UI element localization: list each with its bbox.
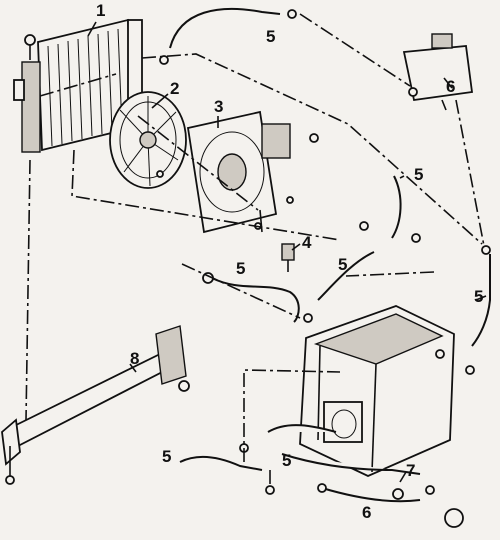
callout-4: 4 xyxy=(302,233,312,252)
expansion-tank xyxy=(402,33,474,111)
thermostat-housing xyxy=(281,243,295,272)
cooling-fan xyxy=(109,91,187,189)
leader-lines xyxy=(87,21,487,483)
hose-clips xyxy=(156,9,491,528)
callout-5-bottom-left: 5 xyxy=(162,447,171,466)
callout-1: 1 xyxy=(96,1,105,20)
support-bracket xyxy=(1,325,190,485)
callout-7: 7 xyxy=(406,461,415,480)
callout-8: 8 xyxy=(130,349,139,368)
fan-shroud xyxy=(186,110,291,234)
callout-5-mid-left: 5 xyxy=(236,259,245,278)
callout-2: 2 xyxy=(170,79,179,98)
callout-5-mid: 5 xyxy=(338,255,347,274)
callout-6-tank: 6 xyxy=(446,77,455,96)
assembly-lines xyxy=(25,13,485,484)
callout-5-bottom: 5 xyxy=(282,451,291,470)
engine-block xyxy=(299,305,455,477)
callout-6-bottom: 6 xyxy=(362,503,371,522)
callout-3: 3 xyxy=(214,97,223,116)
callout-5-top: 5 xyxy=(266,27,275,46)
callout-5-right: 5 xyxy=(414,165,423,184)
callout-5-far-right: 5 xyxy=(474,287,483,306)
